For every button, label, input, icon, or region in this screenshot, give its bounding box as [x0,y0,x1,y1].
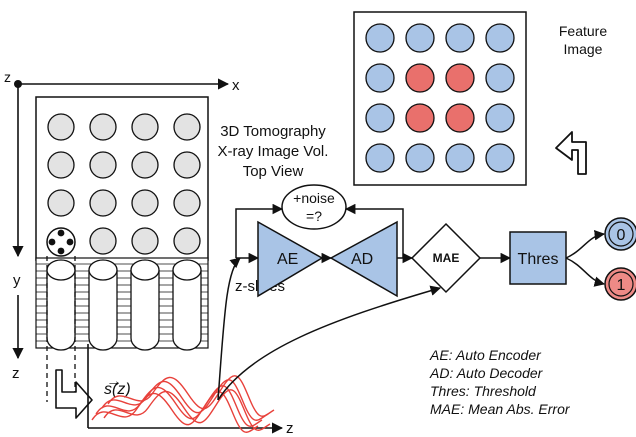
legend-line-ad: AD: Auto Decoder [429,365,544,381]
feature-caption-line2: Image [564,41,603,57]
axis-y-label: y [13,272,21,289]
output-0-node [604,217,636,251]
feature-cell-normal [365,23,395,53]
feature-cell-normal [445,143,475,173]
ae-node [257,220,324,298]
feature-cell-anomaly [445,103,475,133]
volume-circle [173,113,201,141]
legend-line-mae: MAE: Mean Abs. Error [430,401,571,417]
cylinder-body [130,270,160,351]
selected-column-icon [46,227,76,257]
cylinder-top [172,259,202,281]
ad-node [329,220,398,298]
volume-circle [173,189,201,217]
volume-caption-line3: Top View [243,163,304,180]
axis-z-side-label: z [12,365,20,382]
feature-cell-normal [485,63,515,93]
feature-cell-normal [485,23,515,53]
feature-cell-anomaly [405,103,435,133]
noise-label-line2: =? [306,208,322,224]
volume-caption-line2: X-ray Image Vol. [218,143,329,160]
volume-circle [89,113,117,141]
cylinder-body [46,270,76,351]
ae-label: AE [277,251,298,268]
connector-signal-to-mae [217,285,442,401]
connector-loop-left [235,203,284,258]
output-1-label: 1 [617,277,626,294]
output-0-label: 0 [617,227,626,244]
signal-curve [101,379,269,421]
feature-cell-normal [405,23,435,53]
volume-circle [131,189,159,217]
signal-curve [91,391,259,433]
signal-label: → [106,373,122,390]
connector-thres-to-1 [565,257,606,287]
volume-circle [173,227,201,255]
mae-label: MAE [433,251,460,265]
volume-circle [89,151,117,179]
volume-caption-line1: 3D Tomography [220,123,326,140]
volume-circle [131,227,159,255]
volume-circle [131,151,159,179]
feature-cell-normal [365,63,395,93]
feature-cell-normal [365,143,395,173]
connector-thres-to-0 [565,229,606,259]
feature-cell-normal [365,103,395,133]
connector-signal-to-ae [217,257,241,401]
mae-node [410,222,482,294]
volume-circle [89,189,117,217]
volume-circle [47,113,75,141]
signal-curve [107,375,275,417]
volume-side-view [35,257,209,351]
connector-loop-right [344,203,404,258]
feature-grid [365,23,515,173]
cylinder-body [172,270,202,351]
output-1-node [604,267,636,301]
axis-x-label: x [232,77,240,94]
signal-axes [87,344,284,434]
volume-circle [89,227,117,255]
volume-circle-grid [47,113,201,255]
cylinder-top [130,259,160,281]
feature-cell-anomaly [445,63,475,93]
signal-curve [95,385,263,427]
noise-node [281,184,347,230]
legend-line-ae: AE: Auto Encoder [429,347,542,363]
signal-curve [103,389,271,431]
volume-circle [47,189,75,217]
thres-label: Thres [518,251,559,268]
volume-circle [47,151,75,179]
cylinder-body [88,270,118,351]
legend-line-thres: Thres: Threshold [430,383,537,399]
ad-label: AD [351,251,373,268]
feature-cell-normal [485,103,515,133]
noise-label-line1: +noise [293,190,335,206]
return-arrow-icon [555,131,587,175]
feature-cell-normal [405,143,435,173]
axis-z-top-label: z [4,69,11,85]
signal-curves [91,375,275,433]
volume-circle [131,113,159,141]
cylinder-top [88,259,118,281]
feature-caption-line1: Feature [559,23,607,39]
signal-arrow-icon [55,369,93,419]
feature-cell-anomaly [405,63,435,93]
volume-circle [173,151,201,179]
feature-cell-normal [445,23,475,53]
feature-cell-normal [485,143,515,173]
signal-axis-z-label: z [286,420,294,437]
cylinder-top [46,259,76,281]
signal-label-text: s(z) [104,381,131,398]
